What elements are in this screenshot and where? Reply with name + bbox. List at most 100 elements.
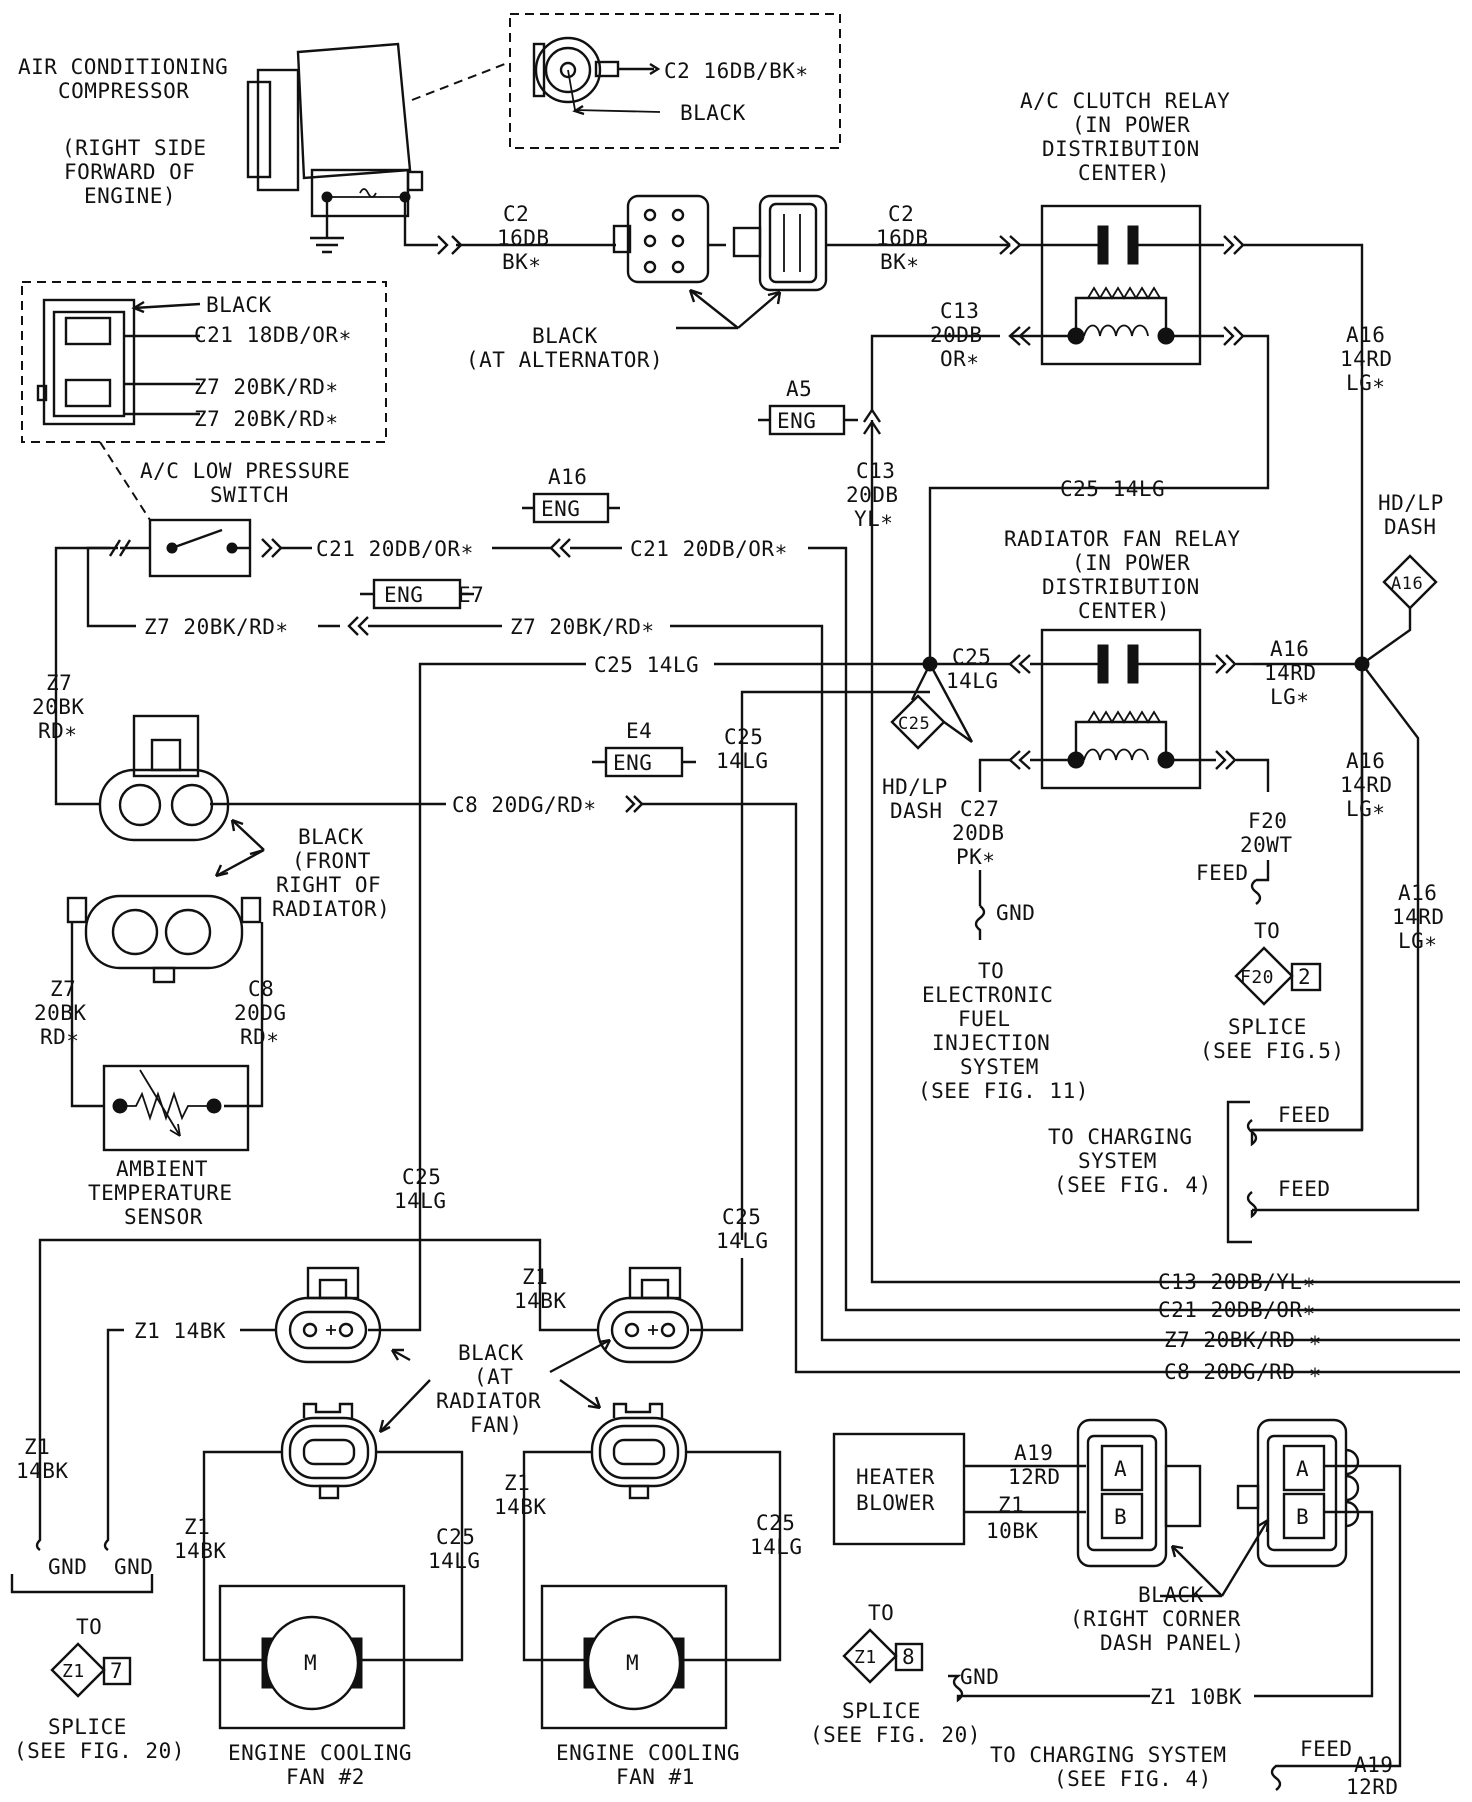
wire-label: Z7 20BK/RD∗	[510, 615, 655, 639]
wire-label: C25 14LG	[1060, 477, 1165, 501]
wire-label: FORWARD OF	[64, 160, 195, 184]
wire-label: 14LG	[750, 1535, 803, 1559]
wire-label: DASH PANEL)	[1100, 1631, 1245, 1655]
wire-label: 14BK	[174, 1539, 227, 1563]
wire-label: FAN #2	[286, 1765, 365, 1789]
radiator-connector: BLACK (FRONT RIGHT OF RADIATOR) Z7 20BK …	[34, 714, 390, 1108]
wire-label: FEED	[1278, 1103, 1331, 1127]
wire-label: ELECTRONIC	[922, 983, 1053, 1007]
wire-label: TO	[1254, 919, 1280, 943]
wire-label: C25	[436, 1525, 475, 1549]
wire-label: C21 20DB/OR∗	[630, 537, 788, 561]
wire-label: (FRONT	[292, 849, 371, 873]
wire-label: A5	[786, 377, 812, 401]
wire-label: 16DB	[876, 226, 929, 250]
wire-label: 14RD	[1392, 905, 1445, 929]
wire-label: 14BK	[494, 1495, 547, 1519]
wire-label: Z1 10BK	[1150, 1685, 1242, 1709]
wire-label: 14LG	[428, 1549, 481, 1573]
wire-label: Z1 14BK	[134, 1319, 226, 1343]
wire-label: F20	[1248, 809, 1287, 833]
wire-label: C25	[898, 714, 930, 734]
wire-label: C2 16DB/BK∗	[664, 59, 809, 83]
wire-label: INJECTION	[932, 1031, 1050, 1055]
wire-label: SENSOR	[124, 1205, 203, 1229]
wire-label: AMBIENT	[116, 1157, 208, 1181]
wire-label: FUEL	[958, 1007, 1011, 1031]
wire-label: 14BK	[16, 1459, 69, 1483]
wire-label: BK∗	[880, 250, 919, 274]
wire-label: 20WT	[1240, 833, 1293, 857]
wire-label: B	[1296, 1505, 1309, 1529]
wire-label: BLACK	[680, 101, 746, 125]
wire-label: 14LG	[716, 749, 769, 773]
heater-blower: HEATER BLOWER A19 12RD Z1 10BK	[832, 1432, 1086, 1546]
wire-label: RADIATOR)	[272, 897, 390, 921]
wire-label: SPLICE	[48, 1715, 127, 1739]
wire-label: 12RD	[1008, 1465, 1061, 1489]
wire-label: C8 20DG/RD ∗	[1164, 1360, 1322, 1384]
wire-label: BLACK	[1138, 1583, 1204, 1607]
wire-label: 14RD	[1340, 347, 1393, 371]
wire-label: C27	[960, 797, 999, 821]
wire-label: RIGHT OF	[276, 873, 381, 897]
wire-label: F20	[1240, 967, 1274, 988]
wire-label: FEED	[1300, 1737, 1353, 1761]
c13-wire: ENG A5 C13 20DB YL∗ C25 14LG	[758, 377, 1460, 1284]
engine-cooling-fan-2: M ENGINE COOLING FAN #2	[218, 1584, 412, 1789]
wire-label: RD∗	[38, 719, 77, 743]
wire-label: GND	[996, 901, 1035, 925]
wire-label: (IN POWER	[1072, 113, 1190, 137]
wire-label: C13 20DB/YL∗	[1158, 1270, 1316, 1294]
wire-label: DASH	[1384, 515, 1437, 539]
wire-label: 20DG	[234, 1001, 287, 1025]
wire-label: DASH	[890, 799, 943, 823]
wire-label: C25	[952, 645, 991, 669]
wire-label: BK∗	[502, 250, 541, 274]
c25-wire-row: C25 14LG C25 14LG ENG E4 C8 20DG/RD∗ Z7 …	[32, 653, 1460, 1374]
wire-label: HEATER	[856, 1465, 935, 1489]
wire-label: (RIGHT SIDE	[62, 136, 207, 160]
wire-label: FAN)	[470, 1413, 523, 1437]
wire-label: (SEE FIG. 11)	[918, 1079, 1089, 1103]
wire-label: ENG	[613, 751, 652, 775]
wire-label: A/C LOW PRESSURE	[140, 459, 350, 483]
wire-label: Z1	[24, 1435, 50, 1459]
wire-label: Z1	[504, 1471, 530, 1495]
wire-label: CENTER)	[1078, 161, 1170, 185]
wire-label: C2	[888, 202, 914, 226]
wire-label: C8 20DG/RD∗	[452, 793, 597, 817]
wire-label: 8	[902, 1645, 915, 1669]
wire-label: M	[626, 1651, 639, 1675]
wire-label: B	[1114, 1505, 1127, 1529]
wire-label: Z1	[62, 1661, 85, 1682]
wire-label: ENG	[541, 497, 580, 521]
wire-label: BLACK	[458, 1341, 524, 1365]
wire-label: 7	[110, 1659, 123, 1683]
wire-label: TEMPERATURE	[88, 1181, 233, 1205]
wire-label: (SEE FIG.5)	[1200, 1039, 1345, 1063]
fan-connectors: C25 14LG C25 14LG Z1 14BK Z1 14BK Z1 14B…	[16, 1165, 803, 1662]
ac-low-pressure-switch: A/C LOW PRESSURE SWITCH C21 20DB/OR∗ C21…	[54, 459, 1460, 1342]
wire-label: PK∗	[956, 845, 995, 869]
wire-label: COMPRESSOR	[58, 79, 189, 103]
heater-blower-connectors: A B A B BLACK (RIGHT CORNER DASH PANEL)	[1070, 1418, 1402, 1768]
wire-label: E4	[626, 719, 652, 743]
engine-cooling-fan-1: M ENGINE COOLING FAN #1	[540, 1584, 740, 1789]
wire-label: LG∗	[1346, 797, 1385, 821]
wire-label: ENG	[384, 583, 423, 607]
wire-label: 20DB	[930, 323, 983, 347]
wire-label: TO	[978, 959, 1004, 983]
wire-label: C2	[503, 202, 529, 226]
wire-label: Z7 20BK/RD∗	[144, 615, 289, 639]
wire-label: LG∗	[1398, 929, 1437, 953]
wire-label: C21 20DB/OR∗	[316, 537, 474, 561]
wire-label: Z1	[184, 1515, 210, 1539]
wire-label: GND	[114, 1555, 153, 1579]
wire-label: A16	[1346, 749, 1385, 773]
f20-feed-splice: FEED TO F20 2 SPLICE (SEE FIG.5)	[1196, 860, 1345, 1063]
wire-label: C25	[756, 1511, 795, 1535]
wire-label: FEED	[1278, 1177, 1331, 1201]
wire-label: 14LG	[716, 1229, 769, 1253]
wire-label: M	[304, 1651, 317, 1675]
